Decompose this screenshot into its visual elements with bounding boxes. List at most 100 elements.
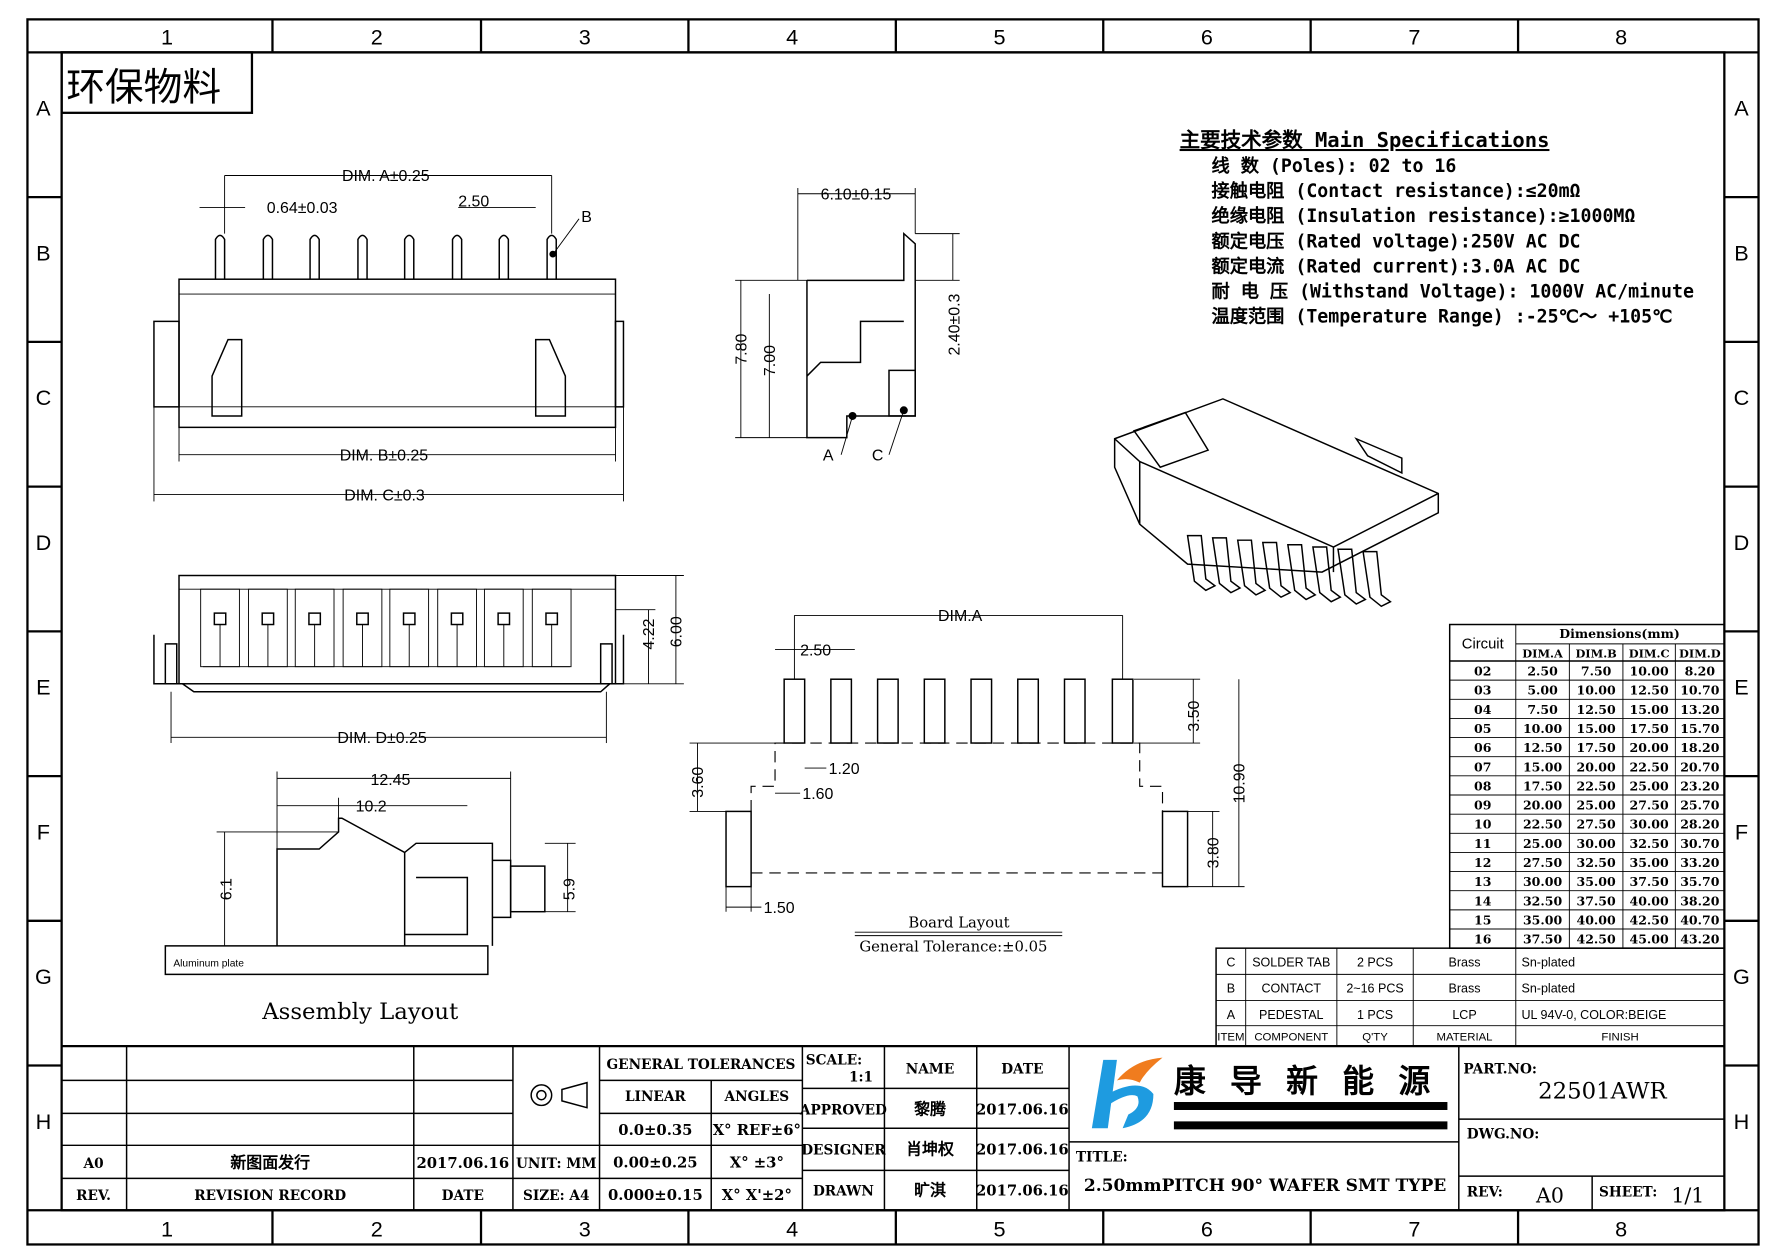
revision-date-cell: 2017.06.16: [416, 1155, 509, 1172]
sheet-label: SHEET:: [1599, 1185, 1657, 1201]
contact-pad: [1017, 678, 1040, 744]
zone-column-label: 5: [994, 1216, 1006, 1241]
dwg-no-label: DWG.NO:: [1467, 1126, 1540, 1142]
circuit-cell: 16: [1474, 932, 1492, 947]
dim-cell: 43.20: [1680, 932, 1719, 947]
dim-column-header: DIM.C: [1629, 647, 1670, 661]
dim-cell: 7.50: [1581, 664, 1612, 679]
bom-cell: A: [1227, 1008, 1236, 1022]
dim-cell: 40.00: [1630, 893, 1669, 908]
pad-width-label: 1.20: [829, 761, 860, 778]
zone-column-label: 6: [1201, 1216, 1213, 1241]
signoff-name: 肖坤权: [906, 1139, 954, 1158]
iso-contact-pin: [1186, 534, 1217, 592]
spec-line: 绝缘电阻 (Insulation resistance):≥1000MΩ: [1212, 205, 1636, 227]
part-no-label: PART.NO:: [1463, 1062, 1537, 1078]
contact-info-line: [1173, 1102, 1448, 1110]
board-dim-a-label: DIM.A: [938, 608, 983, 625]
iso-contact-pin: [1211, 537, 1242, 594]
angle-tolerance: X° REF±6°: [713, 1122, 801, 1139]
size-label: SIZE: A4: [523, 1188, 590, 1204]
stamp-text: 环保物料: [66, 65, 221, 110]
zone-column-label: 4: [786, 1216, 798, 1241]
contact-pin: [498, 234, 510, 280]
company-name: 康 导 新 能 源: [1174, 1062, 1431, 1100]
zone-column-label: 7: [1408, 24, 1420, 49]
bom-header-cell: ITEM: [1217, 1031, 1244, 1043]
dim-cell: 27.50: [1577, 817, 1616, 832]
bom-header-cell: FINISH: [1601, 1031, 1638, 1043]
scale-value: 1:1: [849, 1069, 873, 1085]
bom-cell: B: [1227, 982, 1235, 996]
dim-cell: 18.20: [1680, 740, 1719, 755]
bom-cell: SOLDER TAB: [1252, 955, 1330, 969]
dim-cell: 10.70: [1680, 683, 1719, 698]
dim-cell: 13.20: [1680, 702, 1719, 717]
assembly-height-1: 6.1: [218, 878, 235, 900]
dim-cell: 35.00: [1577, 874, 1616, 889]
dimensions-header: Dimensions(mm): [1559, 626, 1680, 641]
assembly-layout: Aluminum plate 12.45 10.2 6.1 5.9 Assemb…: [164, 771, 578, 1025]
tolerances-title: GENERAL TOLERANCES: [607, 1057, 796, 1073]
signoff-date: 2017.06.16: [976, 1102, 1069, 1119]
bom-cell: LCP: [1452, 1008, 1476, 1022]
dim-cell: 28.20: [1680, 817, 1719, 832]
height-body-label: 7.00: [762, 345, 779, 376]
dim-cell: 17.50: [1523, 778, 1562, 793]
revision-cell: A0: [82, 1156, 103, 1172]
zone-column-label: 7: [1408, 1216, 1420, 1241]
zone-column-label: 6: [1201, 24, 1213, 49]
signoff-date: 2017.06.16: [976, 1182, 1069, 1199]
signoff-date: 2017.06.16: [976, 1141, 1069, 1158]
dim-cell: 37.50: [1523, 932, 1562, 947]
zone-row-label: C: [1734, 385, 1750, 410]
zone-row-label: C: [36, 385, 52, 410]
dim-d-label: DIM. D±0.25: [337, 730, 426, 747]
dim-cell: 32.50: [1630, 836, 1669, 851]
circuit-cell: 11: [1474, 836, 1491, 851]
dim-cell: 30.00: [1523, 874, 1562, 889]
circuit-cell: 08: [1474, 778, 1492, 793]
dim-cell: 33.20: [1680, 855, 1719, 870]
zone-row-label: H: [36, 1109, 52, 1134]
contact-square: [308, 612, 322, 626]
top-view: DIM. A±0.25 0.64±0.03 2.50 B DIM. B±0.25…: [153, 168, 625, 504]
solder-tab-pad: [1161, 810, 1189, 888]
signoff-role: APPROVED: [799, 1103, 887, 1119]
contact-square: [356, 612, 369, 626]
projection-symbol-icon: [530, 1081, 588, 1109]
dim-cell: 45.00: [1630, 932, 1669, 947]
bom-cell: UL 94V-0, COLOR:BEIGE: [1521, 1008, 1666, 1022]
dim-cell: 12.50: [1523, 740, 1562, 755]
linear-tolerance: 0.0±0.35: [618, 1122, 692, 1139]
projection-circle-inner: [536, 1089, 547, 1101]
dim-cell: 35.00: [1630, 855, 1669, 870]
zone-row-label: F: [1735, 819, 1748, 844]
zone-row-label: B: [1734, 240, 1748, 265]
dim-c-label: DIM. C±0.3: [344, 487, 425, 504]
bom-cell: Sn-plated: [1521, 982, 1575, 996]
board-layout-title: Board Layout: [908, 915, 1009, 932]
company-logo: [1091, 1057, 1163, 1129]
zone-column-label: 2: [371, 24, 383, 49]
spec-line: 额定电流 (Rated current):3.0A AC DC: [1212, 255, 1581, 277]
date-header: DATE: [1001, 1062, 1043, 1078]
spec-line: 耐 电 压 (Withstand Voltage): 1000V AC/minu…: [1212, 280, 1694, 302]
spec-line: 线 数 (Poles): 02 to 16: [1212, 155, 1457, 177]
dim-cell: 25.70: [1680, 798, 1719, 813]
contact-pad: [1063, 678, 1086, 744]
zone-row-label: H: [1734, 1109, 1750, 1134]
iso-contact-pin: [1312, 546, 1342, 603]
bom-cell: 2 PCS: [1357, 955, 1393, 969]
circuit-cell: 07: [1474, 759, 1491, 774]
logo-curve: [1107, 1085, 1154, 1129]
projection-circle: [530, 1084, 553, 1107]
height-total-label: 7.80: [734, 334, 751, 365]
contact-pin: [403, 234, 415, 280]
zone-row-label: E: [1734, 675, 1748, 700]
dim-cell: 23.20: [1680, 778, 1719, 793]
angles-header: ANGLES: [723, 1089, 789, 1105]
revision-record-cell: 新图面发行: [230, 1153, 310, 1172]
contact-info-line: [1173, 1121, 1448, 1130]
